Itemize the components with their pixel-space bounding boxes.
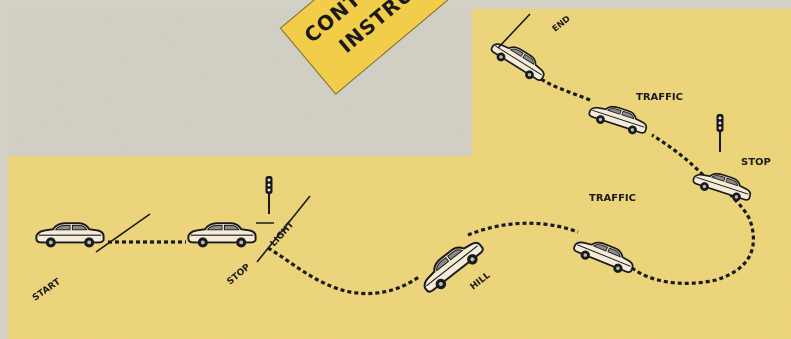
stop-label-right: STOP	[741, 157, 771, 168]
traffic-label-upper: TRAFFIC	[636, 92, 683, 103]
traffic-label-lower: TRAFFIC	[589, 193, 636, 204]
